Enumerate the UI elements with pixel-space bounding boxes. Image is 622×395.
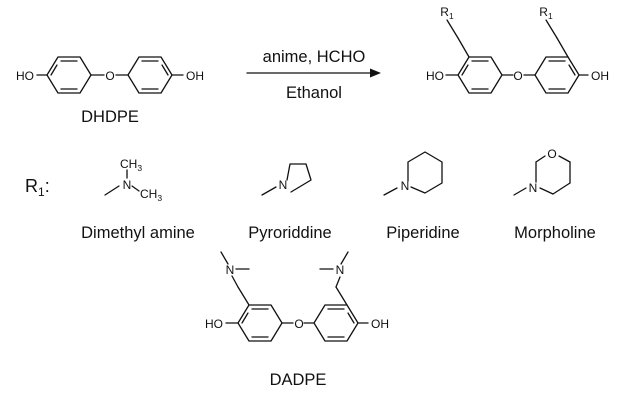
benzene-ring xyxy=(457,56,503,94)
reactant-name: DHDPE xyxy=(81,108,139,126)
oxygen-label: O xyxy=(547,147,556,161)
product-name: DADPE xyxy=(270,371,327,389)
r1-label: R1 xyxy=(440,5,454,21)
substituent-label-pyrrolidine: Pyroriddine xyxy=(248,224,331,242)
methyl-label: CH3 xyxy=(140,187,162,203)
hydroxyl-label: HO xyxy=(426,69,444,83)
product-structure: HO O OH R1 R1 xyxy=(426,5,609,94)
nitrogen-label: N xyxy=(226,263,235,277)
morpholine-structure: N O xyxy=(513,147,571,196)
benzene-ring xyxy=(534,56,580,94)
reaction-arrow xyxy=(246,68,381,78)
ether-oxygen-label: O xyxy=(294,317,303,331)
substituent-label-morpholine: Morpholine xyxy=(514,224,596,242)
reagents-label: anime, HCHO xyxy=(263,48,366,66)
dadpe-structure: N N HO O OH xyxy=(205,251,389,342)
nitrogen-label: N xyxy=(123,178,132,192)
hydroxyl-label: OH xyxy=(186,69,204,83)
pyrrolidine-structure: N xyxy=(261,163,312,196)
benzene-ring xyxy=(127,56,173,94)
benzene-ring xyxy=(313,304,359,342)
benzene-ring xyxy=(46,56,92,94)
reactant-structure: HO O OH xyxy=(16,56,204,94)
hydroxyl-label: OH xyxy=(371,317,389,331)
r1-label: R1 xyxy=(539,5,553,21)
nitrogen-label: N xyxy=(279,178,288,192)
piperidine-structure: N xyxy=(383,151,443,196)
ether-oxygen-label: O xyxy=(105,69,114,83)
hydroxyl-label: HO xyxy=(16,69,34,83)
nitrogen-label: N xyxy=(336,263,345,277)
nitrogen-label: N xyxy=(401,179,410,193)
benzene-ring xyxy=(237,304,283,342)
methyl-label: CH3 xyxy=(120,157,142,173)
substituent-label-dimethylamine: Dimethyl amine xyxy=(81,224,195,242)
dimethylamine-structure: N CH3 CH3 xyxy=(104,157,162,203)
ether-oxygen-label: O xyxy=(513,69,522,83)
hydroxyl-label: HO xyxy=(205,317,223,331)
hydroxyl-label: OH xyxy=(591,69,609,83)
r1-definition-label: R1: xyxy=(25,176,50,199)
solvent-label: Ethanol xyxy=(286,84,342,102)
substituent-label-piperidine: Piperidine xyxy=(386,224,459,242)
nitrogen-label: N xyxy=(529,181,538,195)
